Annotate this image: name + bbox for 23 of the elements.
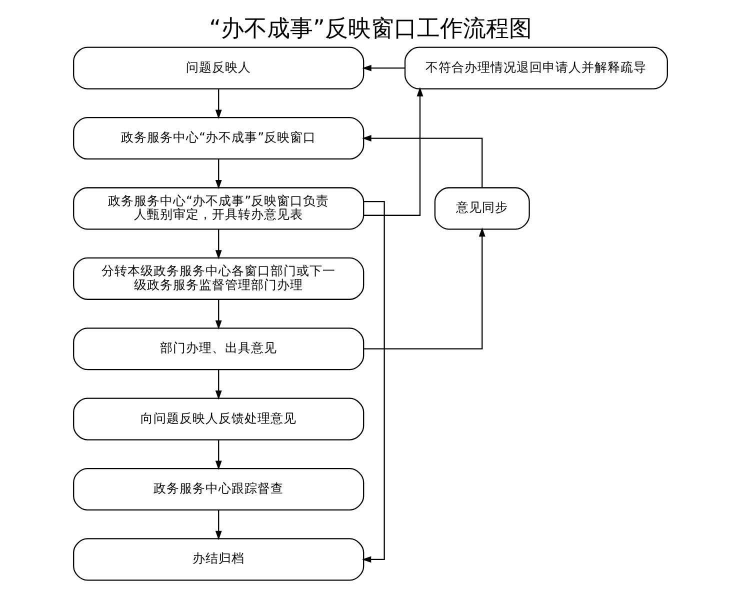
arrow (363, 227, 485, 350)
arrow (362, 135, 482, 188)
node-box: 办结归档 (72, 538, 364, 581)
arrow (214, 230, 222, 260)
arrow (214, 510, 222, 540)
arrow (214, 370, 222, 400)
arrow (363, 87, 423, 216)
node-box: 意见同步 (434, 187, 530, 230)
arrow (361, 200, 384, 563)
node-box: 向问题反映人反馈处理意见 (72, 398, 364, 440)
arrow (214, 159, 222, 190)
arrow (214, 89, 222, 119)
node-box: 不符合办理情况退回申请人并解释疏导 (404, 46, 668, 90)
node-box: 分转本级政务服务中心各窗口部门或下一级政务服务监督管理部门办理 (72, 257, 364, 300)
node-box: 政务服务中心“办不成事”反映窗口 (72, 116, 364, 160)
node-box: 政务服务中心“办不成事”反映窗口负责人甄别审定，开具转办意见表 (72, 187, 364, 230)
node-box: 部门办理、出具意见 (72, 328, 364, 370)
arrow (214, 440, 222, 470)
arrow (214, 300, 222, 330)
node-box: 政务服务中心跟踪督查 (72, 468, 364, 511)
diagram-title: “办不成事”反映窗口工作流程图 (208, 16, 532, 42)
node-box: 问题反映人 (72, 46, 364, 90)
arrow (362, 64, 404, 72)
